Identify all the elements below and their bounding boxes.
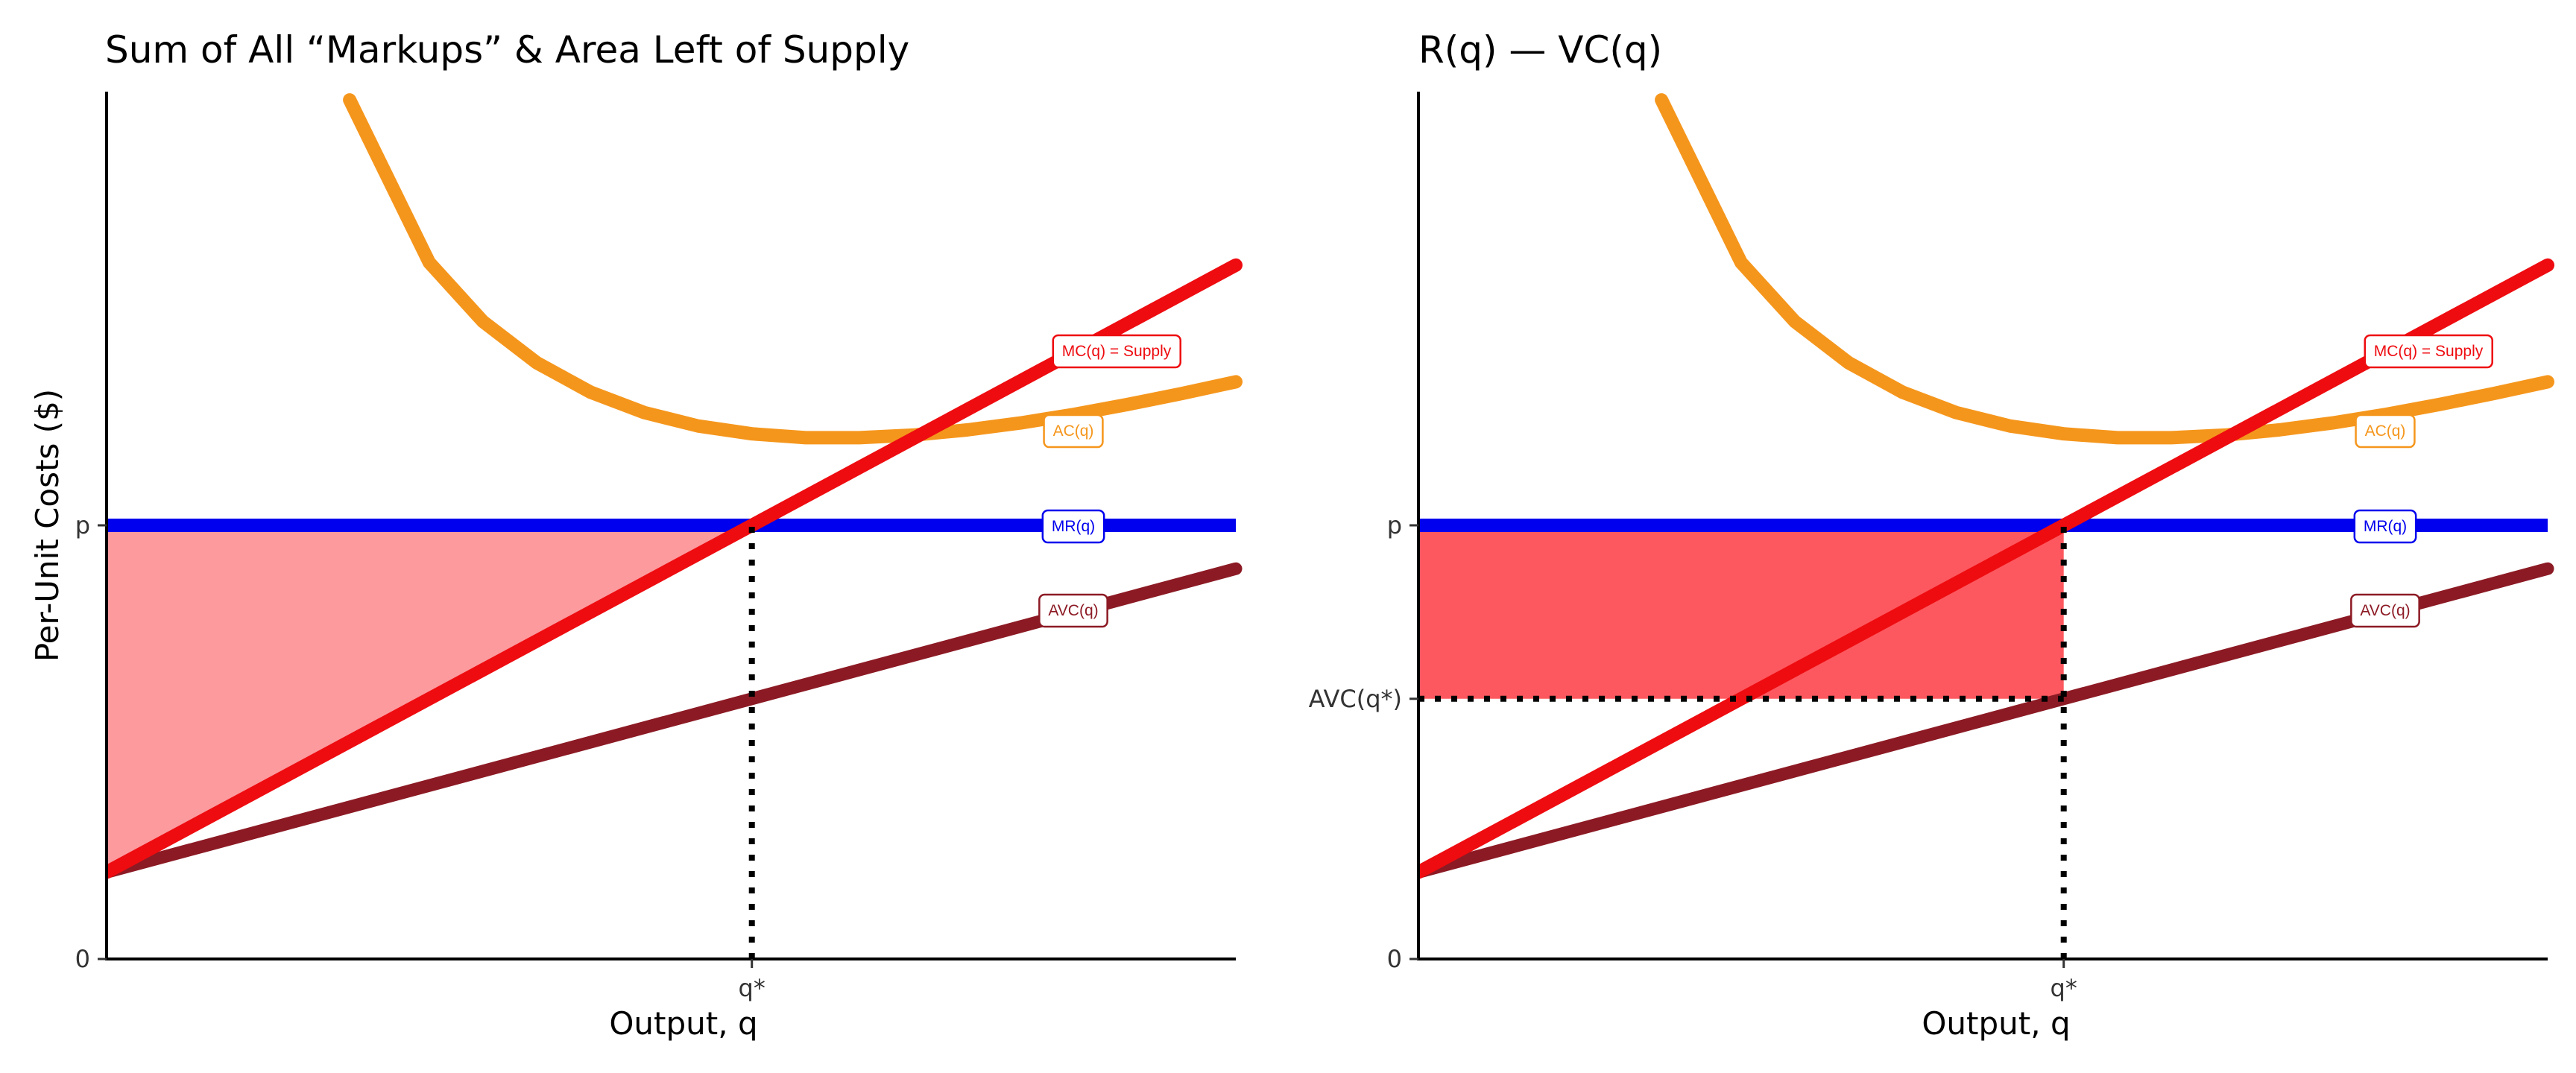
y-tick-label-0: 0 bbox=[1387, 945, 1402, 973]
x-tick-label-q-star: q* bbox=[739, 974, 765, 1002]
curve-label-box bbox=[1052, 334, 1181, 369]
y-tick-label-p: p bbox=[1387, 511, 1402, 539]
curve-label-ac: AC(q) bbox=[2355, 414, 2416, 449]
curve-label-text: AVC(q) bbox=[1048, 602, 1098, 619]
x-axis-title: Output, q bbox=[1922, 1005, 2070, 1042]
shaded-area bbox=[1418, 525, 2064, 699]
chart-title: Sum of All “Markups” & Area Left of Supp… bbox=[105, 28, 909, 72]
x-axis-title: Output, q bbox=[609, 1005, 757, 1042]
curve-label-box bbox=[2350, 593, 2420, 628]
series-ac-line bbox=[343, 93, 1243, 445]
curve-label-box bbox=[2364, 334, 2493, 369]
curve-label-avc: AVC(q) bbox=[1038, 593, 1108, 628]
curve-label-mr: MR(q) bbox=[2353, 509, 2417, 544]
curve-label-mc: MC(q) = Supply bbox=[2364, 334, 2493, 369]
curve-label-text: MC(q) = Supply bbox=[1062, 343, 1172, 360]
curve-label-box bbox=[1038, 593, 1108, 628]
curve-label-box bbox=[2355, 414, 2416, 449]
curve-label-box bbox=[2353, 509, 2417, 544]
x-tick-label-q-star: q* bbox=[2051, 974, 2077, 1002]
series-mc-line bbox=[1418, 258, 2554, 879]
y-tick-label-avc-q: AVC(q*) bbox=[1309, 685, 1402, 713]
series-ac-line bbox=[1655, 93, 2554, 445]
curve-label-ac: AC(q) bbox=[1043, 414, 1104, 449]
curve-label-text: MR(q) bbox=[2364, 518, 2407, 535]
y-axis-title: Per-Unit Costs ($) bbox=[29, 389, 66, 662]
curve-label-avc: AVC(q) bbox=[2350, 593, 2420, 628]
curve-label-text: AC(q) bbox=[1053, 422, 1094, 440]
curve-label-mr: MR(q) bbox=[1041, 509, 1105, 544]
curve-label-mc: MC(q) = Supply bbox=[1052, 334, 1181, 369]
y-tick-label-0: 0 bbox=[75, 945, 90, 973]
curve-label-text: MC(q) = Supply bbox=[2374, 343, 2484, 360]
curve-label-box bbox=[1043, 414, 1104, 449]
curve-label-text: AC(q) bbox=[2365, 422, 2406, 440]
series-mc-line bbox=[107, 258, 1243, 879]
y-tick-label-p: p bbox=[75, 511, 90, 539]
curve-label-box bbox=[1041, 509, 1105, 544]
curve-label-text: MR(q) bbox=[1052, 518, 1095, 535]
curve-label-text: AVC(q) bbox=[2360, 602, 2410, 619]
chart-title: R(q) — VC(q) bbox=[1418, 28, 1662, 72]
